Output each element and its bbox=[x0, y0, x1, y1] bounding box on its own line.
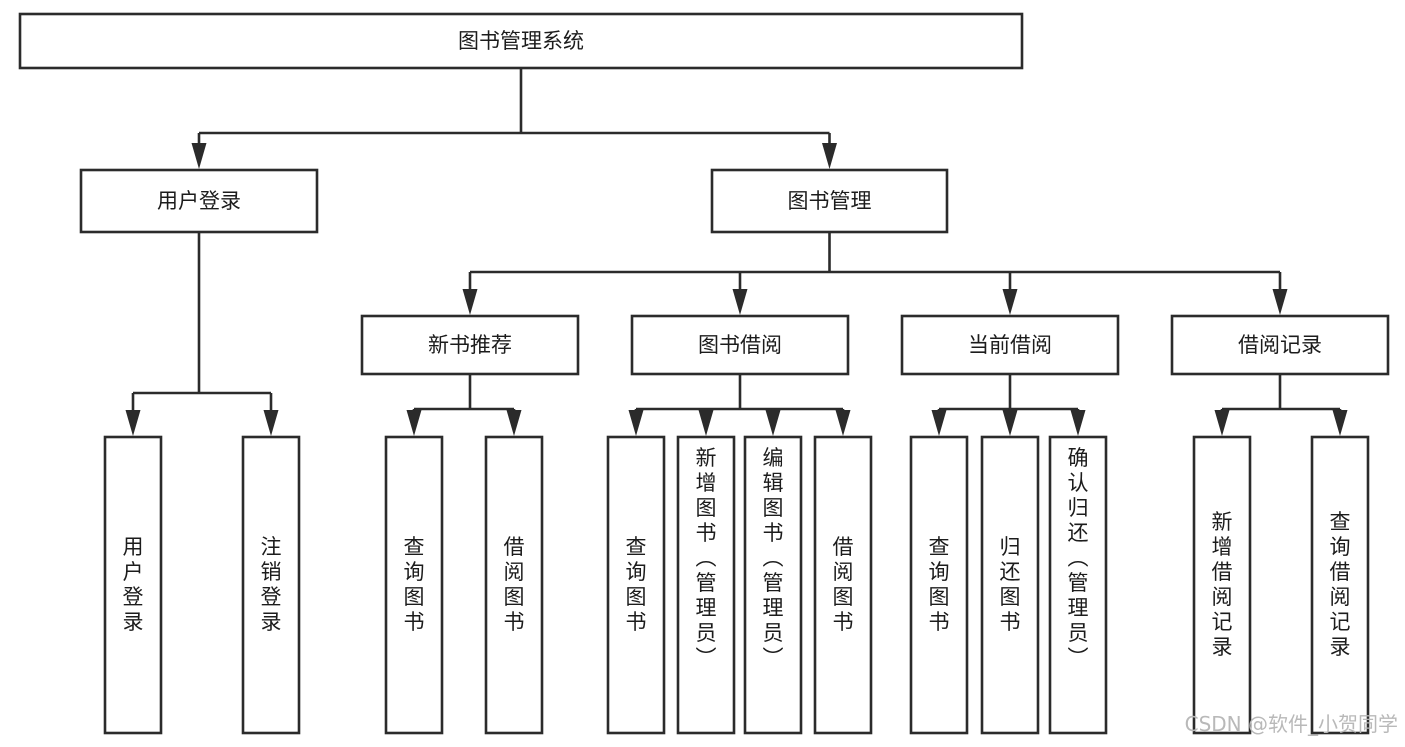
level3-book-borrow-box[interactable] bbox=[630, 314, 850, 376]
level3-new-book-rec-label: 新书推荐 bbox=[428, 333, 512, 357]
arrow-head-icon bbox=[1272, 289, 1288, 315]
arrow-head-icon bbox=[822, 143, 837, 169]
level2-book-manage-label: 图书管理 bbox=[788, 189, 872, 213]
leaf-leaf-add-record-box[interactable] bbox=[1192, 435, 1252, 735]
root-node-label: 图书管理系统 bbox=[458, 29, 584, 53]
leaf-leaf-edit-book-label: 编辑图书︵管理员︶ bbox=[763, 446, 784, 670]
leaf-leaf-logout-login-label: 注销登录 bbox=[261, 535, 282, 634]
arrow-head-icon bbox=[1002, 410, 1018, 436]
arrow-head-icon bbox=[406, 410, 422, 436]
level3-new-book-rec-box[interactable] bbox=[360, 314, 580, 376]
leaf-leaf-borrow-book-1-label: 借阅图书 bbox=[504, 535, 525, 634]
leaf-leaf-add-record-label: 新增借阅记录 bbox=[1212, 510, 1233, 659]
leaf-leaf-borrow-book-2-label: 借阅图书 bbox=[833, 535, 854, 634]
leaf-leaf-user-login-label: 用户登录 bbox=[123, 535, 144, 634]
arrow-head-icon bbox=[1332, 410, 1348, 436]
arrow-head-icon bbox=[263, 410, 279, 436]
arrow-head-icon bbox=[1070, 410, 1086, 436]
root-node-box[interactable] bbox=[18, 12, 1024, 70]
leaf-leaf-confirm-return-label: 确认归还︵管理员︶ bbox=[1068, 446, 1089, 670]
arrow-head-icon bbox=[835, 410, 851, 436]
leaf-leaf-add-book-label: 新增图书︵管理员︶ bbox=[696, 446, 717, 670]
arrow-head-icon bbox=[125, 410, 141, 436]
leaf-leaf-query-record-box[interactable] bbox=[1310, 435, 1370, 735]
nodes-layer: 图书管理系统用户登录图书管理新书推荐图书借阅当前借阅借阅记录用户登录注销登录查询… bbox=[18, 12, 1390, 735]
level2-user-login-box[interactable] bbox=[79, 168, 319, 234]
leaf-leaf-borrow-book-1-box[interactable] bbox=[484, 435, 544, 735]
leaf-leaf-return-book-box[interactable] bbox=[980, 435, 1040, 735]
arrow-head-icon bbox=[698, 410, 714, 436]
arrow-head-icon bbox=[732, 289, 748, 315]
arrow-head-icon bbox=[1214, 410, 1230, 436]
leaf-leaf-add-book-box[interactable] bbox=[676, 435, 736, 735]
arrow-head-icon bbox=[628, 410, 644, 436]
level3-borrow-record-label: 借阅记录 bbox=[1238, 333, 1322, 357]
leaf-leaf-return-book-label: 归还图书 bbox=[1000, 535, 1021, 634]
leaf-leaf-query-record-label: 查询借阅记录 bbox=[1330, 510, 1351, 659]
watermark-label: CSDN @软件_小贺同学 bbox=[1185, 712, 1398, 736]
leaf-leaf-query-book-1-box[interactable] bbox=[384, 435, 444, 735]
leaf-leaf-query-book-3-label: 查询图书 bbox=[929, 535, 950, 634]
leaf-leaf-query-book-2-box[interactable] bbox=[606, 435, 666, 735]
level3-current-borrow-label: 当前借阅 bbox=[968, 333, 1052, 357]
level2-book-manage-box[interactable] bbox=[710, 168, 949, 234]
leaf-leaf-query-book-2-label: 查询图书 bbox=[626, 535, 647, 634]
level3-book-borrow-label: 图书借阅 bbox=[698, 333, 782, 357]
arrow-head-icon bbox=[1002, 289, 1018, 315]
leaf-leaf-logout-login-box[interactable] bbox=[241, 435, 301, 735]
leaf-leaf-query-book-1-label: 查询图书 bbox=[404, 535, 425, 634]
level2-user-login-label: 用户登录 bbox=[157, 189, 241, 213]
arrow-head-icon bbox=[191, 143, 207, 169]
leaf-leaf-user-login-box[interactable] bbox=[103, 435, 163, 735]
arrow-head-icon bbox=[931, 410, 947, 436]
edges-layer bbox=[125, 68, 1348, 436]
leaf-leaf-confirm-return-box[interactable] bbox=[1048, 435, 1108, 735]
arrow-head-icon bbox=[506, 410, 522, 436]
arrow-head-icon bbox=[462, 289, 478, 315]
leaf-leaf-borrow-book-2-box[interactable] bbox=[813, 435, 873, 735]
leaf-leaf-edit-book-box[interactable] bbox=[743, 435, 803, 735]
arrow-head-icon bbox=[765, 410, 781, 436]
leaf-leaf-query-book-3-box[interactable] bbox=[909, 435, 969, 735]
level3-borrow-record-box[interactable] bbox=[1170, 314, 1390, 376]
level3-current-borrow-box[interactable] bbox=[900, 314, 1120, 376]
